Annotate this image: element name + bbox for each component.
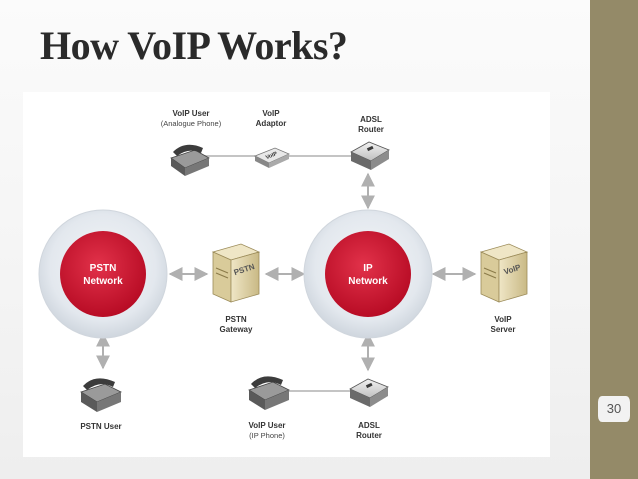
server-icon	[211, 243, 261, 303]
voip-server-label-1: VoIP	[494, 315, 512, 324]
voip-user-analogue: VoIP User (Analogue Phone)	[161, 109, 222, 176]
adsl-router-top: ADSL Router	[350, 115, 390, 170]
adsl-router-bottom-label-1: ADSL	[358, 421, 380, 430]
telephone-icon	[170, 144, 210, 176]
voip-adaptor-tag: VoIP	[265, 151, 279, 161]
pstn-gateway: PSTN PSTN Gateway	[211, 243, 261, 334]
adsl-router-bottom-label-2: Router	[356, 431, 382, 440]
pstn-user: PSTN User	[80, 378, 122, 431]
adsl-router-bottom: ADSL Router	[349, 378, 389, 440]
pstn-network-label-1: PSTN	[90, 263, 117, 274]
voip-user-analogue-label-1: VoIP User	[172, 109, 209, 118]
adsl-router-top-label-1: ADSL	[360, 115, 382, 124]
page-number-badge: 30	[596, 396, 632, 422]
voip-adaptor-label-2: Adaptor	[256, 119, 287, 128]
voip-server: VoIP VoIP Server	[479, 243, 529, 334]
router-icon	[350, 141, 390, 170]
pstn-gateway-label-2: Gateway	[220, 325, 253, 334]
pstn-network: PSTN Network	[38, 209, 168, 339]
slide-title: How VoIP Works?	[40, 23, 348, 68]
adaptor-icon	[254, 147, 290, 168]
telephone-icon	[80, 378, 122, 412]
server-icon	[479, 243, 529, 303]
diagram-panel: PSTN Network IP Network PSTN PSTN Gatewa…	[23, 92, 550, 457]
router-icon	[349, 378, 389, 407]
voip-user-analogue-label-2: (Analogue Phone)	[161, 119, 222, 128]
pstn-user-label: PSTN User	[80, 422, 121, 431]
pstn-gateway-label-1: PSTN	[225, 315, 247, 324]
voip-user-ip-label-2: (IP Phone)	[249, 431, 285, 440]
links	[96, 155, 477, 392]
pstn-network-label-2: Network	[83, 276, 123, 287]
voip-adaptor-label-1: VoIP	[262, 109, 280, 118]
ip-network-label-2: Network	[348, 276, 388, 287]
voip-server-label-2: Server	[491, 325, 516, 334]
ip-network-label-1: IP	[363, 263, 373, 274]
voip-user-ip: VoIP User (IP Phone)	[248, 376, 290, 440]
voip-adaptor: VoIP VoIP Adaptor	[254, 109, 290, 168]
adsl-router-top-label-2: Router	[358, 125, 384, 134]
voip-user-ip-label-1: VoIP User	[248, 421, 285, 430]
ip-network: IP Network	[303, 209, 433, 339]
voip-diagram: PSTN Network IP Network PSTN PSTN Gatewa…	[38, 109, 529, 440]
ip-phone-icon	[248, 376, 290, 410]
